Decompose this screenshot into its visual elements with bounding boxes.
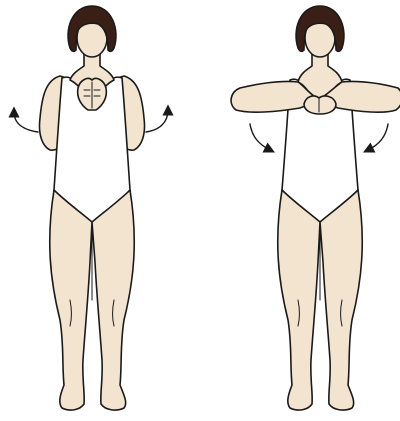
left-figure-arrow-right	[146, 110, 168, 132]
left-figure-arrow-left	[14, 112, 38, 132]
figure-left	[14, 6, 168, 410]
figure-right	[231, 6, 400, 410]
right-figure-hands	[304, 96, 336, 114]
right-figure-arrow-right	[368, 124, 388, 150]
right-figure-arrow-left	[250, 124, 270, 150]
right-figure-arms	[231, 81, 314, 112]
